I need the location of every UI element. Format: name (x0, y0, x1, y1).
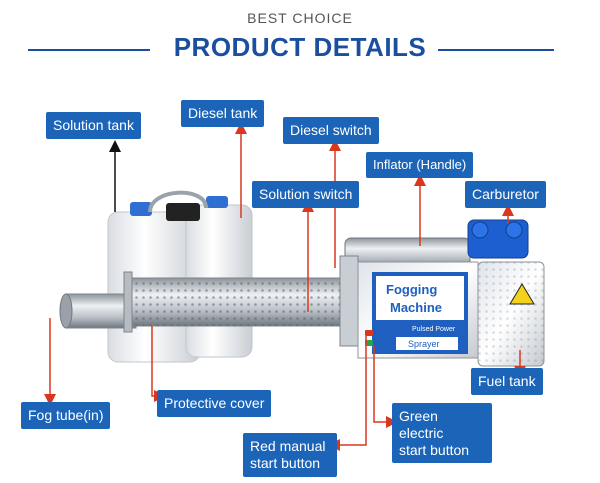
label-red-start-line2: start button (250, 454, 321, 471)
label-carburetor: Carburetor (465, 181, 546, 208)
title-rule-left (28, 49, 150, 51)
label-solution-tank: Solution tank (46, 112, 141, 139)
best-choice-kicker: BEST CHOICE (247, 10, 353, 26)
panel-badge: Sprayer (408, 339, 440, 349)
panel-subline: Pulsed Power (412, 326, 456, 333)
title-block: PRODUCT DETAILS (0, 32, 600, 68)
label-solution-switch: Solution switch (252, 181, 360, 208)
label-green-start: Green electric start button (392, 403, 492, 464)
label-green-start-line2: start button (399, 441, 470, 458)
fog-tube (59, 271, 361, 333)
panel-badge-bg (396, 337, 458, 350)
label-diesel-switch: Diesel switch (283, 117, 379, 144)
carburetor-assembly (467, 219, 545, 367)
label-protective-cover: Protective cover (157, 390, 272, 417)
title-rule-right (438, 49, 554, 51)
label-green-start-line1: Green electric (399, 408, 444, 441)
label-red-start-line1: Red manual (250, 438, 326, 454)
label-inflator-handle: Inflator (Handle) (366, 152, 474, 178)
panel-brand-line1: Fogging (386, 282, 437, 297)
page-title: PRODUCT DETAILS (173, 32, 427, 62)
green-start-pointer (373, 345, 398, 428)
label-fog-tube: Fog tube(in) (21, 402, 111, 429)
label-diesel-tank: Diesel tank (181, 100, 265, 127)
red-start-pointer (328, 336, 367, 451)
panel-brand-line2: Machine (390, 300, 442, 315)
label-red-start: Red manual start button (243, 433, 337, 477)
label-fuel-tank: Fuel tank (471, 368, 543, 395)
